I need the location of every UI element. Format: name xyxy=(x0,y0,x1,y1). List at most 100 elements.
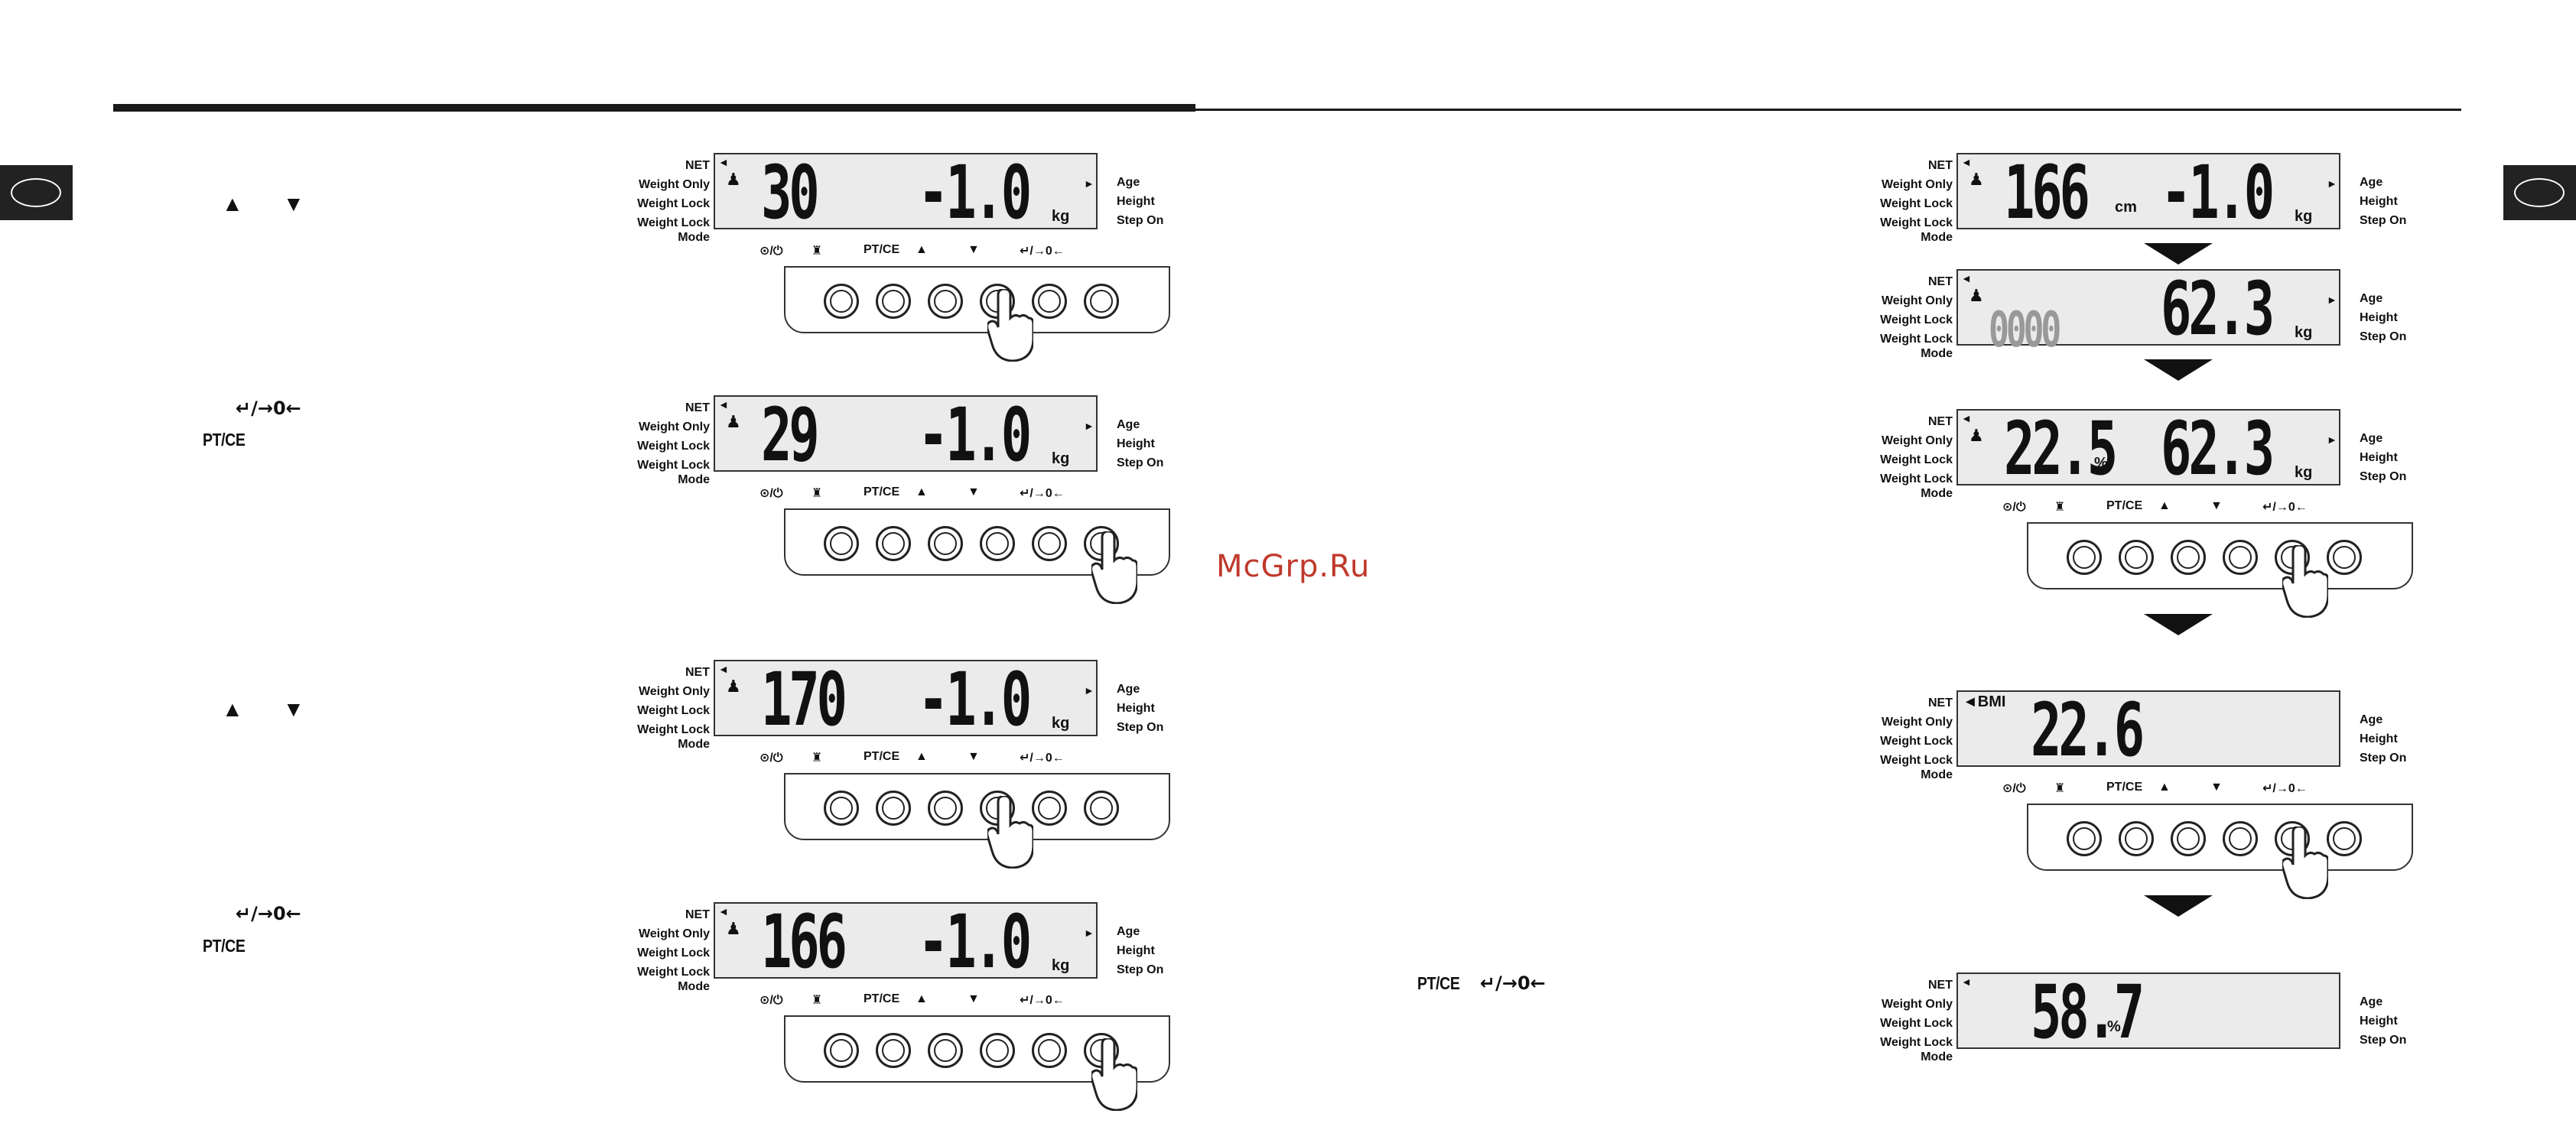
weight-button[interactable] xyxy=(2119,540,2154,575)
enter-button[interactable] xyxy=(2327,540,2362,575)
button-label: ♜ xyxy=(812,245,823,258)
ptce-label-3: PT/CE xyxy=(1417,973,1460,993)
lcd-left-label: Weight Only xyxy=(638,421,710,433)
button-panel xyxy=(784,266,1170,333)
down-button[interactable] xyxy=(1032,791,1067,826)
lcd-right-label: Step On xyxy=(1117,963,1164,976)
weight-button[interactable] xyxy=(2119,821,2154,856)
finger-press-icon xyxy=(986,287,1035,365)
lcd-right-label: Step On xyxy=(2360,1034,2407,1047)
lcd-left-label: Weight Lock xyxy=(1880,453,1953,466)
lcd-left-label: NET xyxy=(685,401,710,414)
lcd-right-label: Step On xyxy=(2360,470,2407,483)
up-button[interactable] xyxy=(2223,821,2258,856)
person-icon: ♟ xyxy=(726,412,741,431)
power-button[interactable] xyxy=(824,284,859,319)
lcd-right-label: Height xyxy=(2360,732,2398,745)
pointer-right-icon: ► xyxy=(1084,420,1094,432)
lcd-left-label: Weight Lock xyxy=(637,459,710,472)
enter-button[interactable] xyxy=(2327,821,2362,856)
enter-button[interactable] xyxy=(1084,284,1119,319)
person-icon: ♟ xyxy=(1969,426,1984,445)
weight-button[interactable] xyxy=(876,526,911,561)
lcd-weight-value: -1.0 xyxy=(918,392,1032,478)
button-label: ▼ xyxy=(968,243,980,256)
power-button[interactable] xyxy=(824,526,859,561)
button-label: PT/CE xyxy=(2106,781,2143,794)
lcd-right-label: Step On xyxy=(2360,752,2407,765)
button-label: ⊙/⏻ xyxy=(759,245,783,258)
up-button[interactable] xyxy=(980,526,1015,561)
lcd-right-label: Height xyxy=(1117,944,1155,957)
weight-button[interactable] xyxy=(876,791,911,826)
ptce-button[interactable] xyxy=(928,791,963,826)
ptce-button[interactable] xyxy=(928,526,963,561)
pointer-left-icon: ◄ xyxy=(1961,976,1972,988)
lcd-left-label: Weight Lock xyxy=(637,966,710,979)
down-button[interactable] xyxy=(1032,284,1067,319)
power-button[interactable] xyxy=(2067,540,2102,575)
ptce-button[interactable] xyxy=(2171,821,2206,856)
button-label: ↵/→0← xyxy=(1020,487,1065,500)
weight-button[interactable] xyxy=(876,284,911,319)
button-label-row: ⊙/⏻♜PT/CE▲▼↵/→0← xyxy=(2002,781,2324,797)
lcd-right-label: Height xyxy=(1117,702,1155,715)
lcd-left-label: Weight Lock xyxy=(1880,216,1953,229)
down-button[interactable] xyxy=(1032,526,1067,561)
up-button[interactable] xyxy=(980,1033,1015,1068)
lcd-weight-unit: kg xyxy=(1052,957,1070,974)
weight-button[interactable] xyxy=(876,1033,911,1068)
lcd-left-label: Weight Only xyxy=(1881,716,1953,729)
ptce-button[interactable] xyxy=(2171,540,2206,575)
lcd-left-label: Mode xyxy=(1921,347,1953,360)
power-button[interactable] xyxy=(824,791,859,826)
page-tab-right xyxy=(2503,165,2576,220)
up-button[interactable] xyxy=(2223,540,2258,575)
lcd-left-label: Weight Only xyxy=(638,685,710,698)
lcd-right-label: Age xyxy=(2360,432,2383,445)
lcd-main-value: 166 xyxy=(761,899,847,985)
lcd-main-value: 22.5 xyxy=(2004,406,2118,492)
lcd-left-label: Weight Lock xyxy=(1880,197,1953,210)
lcd-weight-unit: kg xyxy=(1052,208,1070,225)
lcd-weight-value: -1.0 xyxy=(918,657,1032,742)
lcd-left-label: Weight Only xyxy=(1881,434,1953,447)
header-rule-thin xyxy=(1195,109,2461,111)
lcd-left-label: Weight Only xyxy=(638,178,710,191)
down-arrow-icon: ▼ xyxy=(283,192,304,216)
lcd-left-label: Mode xyxy=(678,473,710,486)
down-button[interactable] xyxy=(1032,1033,1067,1068)
lcd-weight-unit: kg xyxy=(2295,324,2313,341)
pointer-right-icon: ► xyxy=(1084,684,1094,697)
button-label: ⊙/⏻ xyxy=(2002,782,2026,795)
button-label: ♜ xyxy=(812,994,823,1007)
ptce-button[interactable] xyxy=(928,1033,963,1068)
power-button[interactable] xyxy=(824,1033,859,1068)
power-button[interactable] xyxy=(2067,821,2102,856)
pointer-left-icon: ◄ xyxy=(1961,412,1972,424)
enter-button[interactable] xyxy=(1084,791,1119,826)
ptce-button[interactable] xyxy=(928,284,963,319)
button-label: ▼ xyxy=(968,485,980,498)
button-label: PT/CE xyxy=(864,992,900,1005)
lcd-main-value: 30 xyxy=(761,150,820,235)
lcd-weight-value: 62.3 xyxy=(2161,266,2275,352)
lcd-right-label: Height xyxy=(1117,437,1155,450)
pointer-right-icon: ► xyxy=(2327,177,2337,190)
